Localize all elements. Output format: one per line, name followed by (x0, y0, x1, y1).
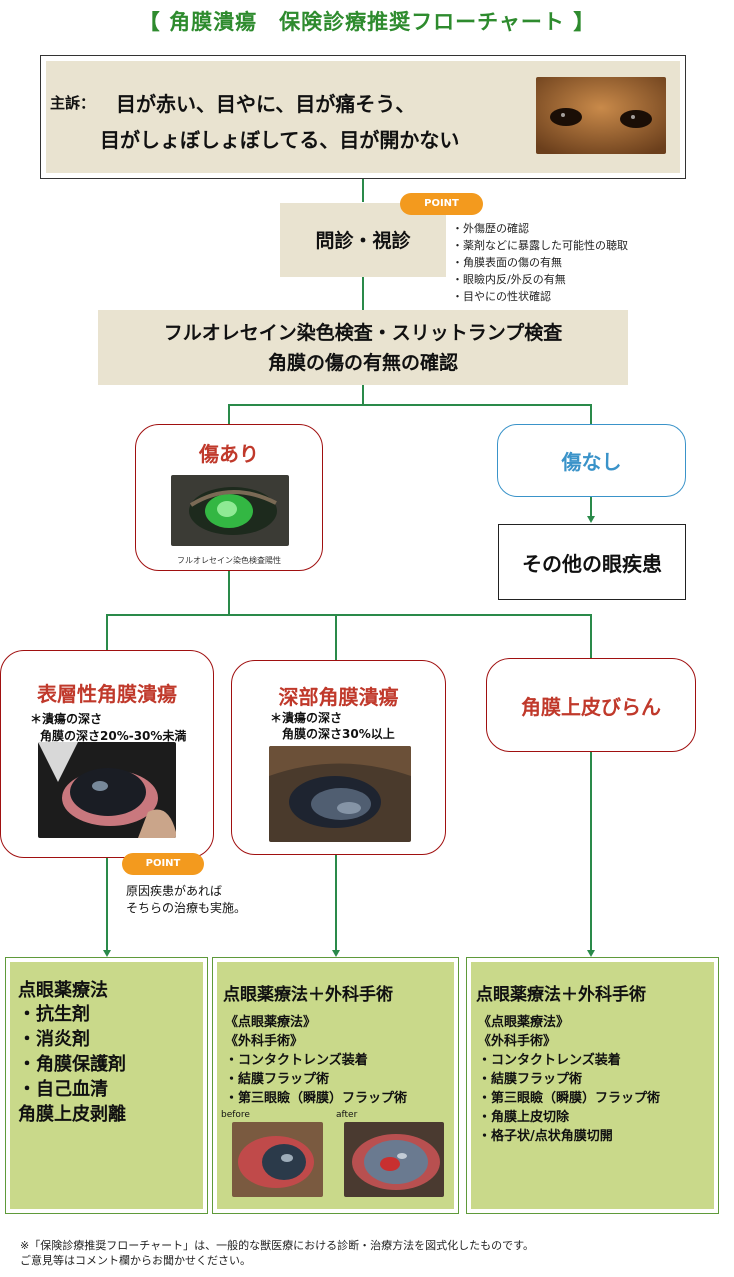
corneal-erosion-box (486, 658, 696, 752)
interview-bullets: ・外傷歴の確認 ・薬剤などに暴露した可能性の聴取 ・角膜表面の傷の有無 ・眼瞼内… (452, 220, 702, 305)
treatment-2-title: 点眼薬療法＋外科手術 (223, 985, 393, 1005)
deep-note-1: ＊潰瘍の深さ (270, 711, 343, 725)
connector (590, 404, 592, 424)
connector (228, 571, 230, 615)
other-disease-box (498, 524, 686, 600)
fluorescein-eye-photo (171, 475, 289, 546)
treatment-sub: 《外科手術》 (225, 1034, 304, 1049)
connector (362, 179, 364, 202)
treatment-3-list: 《点眼薬療法》 《外科手術》 ・コンタクトレンズ装着 ・結膜フラップ術 ・第三眼… (478, 1013, 660, 1146)
deep-ulcer-photo (269, 746, 411, 842)
superficial-note-1: ＊潰瘍の深さ (30, 712, 103, 726)
after-surgery-photo (344, 1122, 444, 1197)
connector (362, 277, 364, 310)
arrow-head (103, 950, 111, 957)
connector (362, 385, 364, 405)
interview-label: 問診・視診 (315, 230, 411, 252)
connector (590, 497, 592, 519)
footnote-line-1: ※「保険診療推奨フローチャート」は、一般的な獣医療における診断・治療方法を図式化… (20, 1239, 535, 1252)
treatment-1-list: ・抗生剤 ・消炎剤 ・角膜保護剤 ・自己血清 角膜上皮剥離 (18, 1002, 126, 1127)
connector (335, 614, 337, 660)
treatment-item: ・抗生剤 (18, 1004, 90, 1025)
wound-no-label: 傷なし (561, 450, 622, 474)
treatment-item: ・消炎剤 (18, 1029, 90, 1050)
complaint-line-1: 目が赤い、目やに、目が痛そう、 (116, 92, 416, 116)
treatment-sub: 《点眼薬療法》 (225, 1015, 317, 1030)
point-note-2: そちらの治療も実施。 (126, 901, 247, 915)
exam-box (98, 310, 628, 385)
treatment-sub: 《点眼薬療法》 (478, 1015, 570, 1030)
treatment-extra: 角膜上皮剥離 (18, 1104, 126, 1125)
superficial-ulcer-label: 表層性角膜潰瘍 (37, 682, 177, 706)
complaint-line-2: 目がしょぼしょぼしてる、目が開かない (100, 128, 460, 152)
footnote: ※「保険診療推奨フローチャート」は、一般的な獣医療における診断・治療方法を図式化… (20, 1238, 720, 1268)
bullet-item: ・眼瞼内反/外反の有無 (452, 273, 566, 286)
bullet-item: ・外傷歴の確認 (452, 222, 529, 235)
superficial-ulcer-photo (38, 742, 176, 838)
interview-box (280, 203, 446, 277)
treatment-3-title: 点眼薬療法＋外科手術 (476, 985, 646, 1005)
superficial-note-2: 角膜の深さ20%-30%未満 (40, 729, 187, 743)
wound-no-box (497, 424, 686, 497)
connector (590, 752, 592, 952)
treatment-item: ・コンタクトレンズ装着 (478, 1053, 621, 1068)
connector (228, 404, 592, 406)
treatment-item: ・格子状/点状角膜切開 (478, 1129, 613, 1144)
treatment-3-box (471, 962, 714, 1209)
before-label: before (221, 1110, 250, 1120)
wound-yes-label: 傷あり (199, 442, 259, 466)
complaint-label: 主訴： (50, 94, 96, 112)
deep-note-2: 角膜の深さ30%以上 (282, 727, 395, 741)
treatment-item: ・角膜上皮切除 (478, 1110, 570, 1125)
dog-eyes-photo (536, 77, 666, 154)
before-surgery-photo (232, 1122, 323, 1197)
wound-yes-caption: フルオレセイン染色検査陽性 (177, 556, 281, 565)
page-title: 【 角膜潰瘍 保険診療推奨フローチャート 】 (138, 10, 596, 34)
deep-ulcer-label: 深部角膜潰瘍 (278, 685, 399, 709)
treatment-item: ・結膜フラップ術 (225, 1072, 330, 1087)
treatment-item: ・コンタクトレンズ装着 (225, 1053, 368, 1068)
bullet-item: ・角膜表面の傷の有無 (452, 256, 562, 269)
exam-line-1: フルオレセイン染色検査・スリットランプ検査 (163, 322, 563, 344)
arrow-head (332, 950, 340, 957)
other-disease-label: その他の眼疾患 (522, 552, 662, 576)
point-badge: POINT (400, 193, 483, 215)
connector (106, 614, 108, 650)
bullet-item: ・目やにの性状確認 (452, 290, 551, 303)
treatment-item: ・結膜フラップ術 (478, 1072, 583, 1087)
treatment-sub: 《外科手術》 (478, 1034, 557, 1049)
bullet-item: ・薬剤などに暴露した可能性の聴取 (452, 239, 628, 252)
arrow-head (587, 950, 595, 957)
treatment-item: ・自己血清 (18, 1079, 108, 1100)
footnote-line-2: ご意見等はコメント欄からお聞かせください。 (20, 1254, 251, 1267)
point-note-1: 原因疾患があれば (126, 884, 223, 898)
connector (228, 404, 230, 424)
point-badge: POINT (122, 853, 204, 875)
after-label: after (336, 1110, 358, 1120)
exam-line-2: 角膜の傷の有無の確認 (267, 352, 458, 374)
treatment-item: ・第三眼瞼（瞬膜）フラップ術 (478, 1091, 661, 1106)
corneal-erosion-label: 角膜上皮びらん (521, 695, 661, 719)
arrow-head (587, 516, 595, 523)
connector (335, 855, 337, 952)
treatment-item: ・角膜保護剤 (18, 1054, 126, 1075)
treatment-1-title: 点眼薬療法 (18, 980, 108, 1001)
treatment-1-box (10, 962, 203, 1209)
treatment-item: ・第三眼瞼（瞬膜）フラップ術 (225, 1091, 408, 1106)
connector (590, 614, 592, 658)
connector (106, 858, 108, 952)
treatment-2-list: 《点眼薬療法》 《外科手術》 ・コンタクトレンズ装着 ・結膜フラップ術 ・第三眼… (225, 1013, 407, 1108)
connector (106, 614, 592, 616)
